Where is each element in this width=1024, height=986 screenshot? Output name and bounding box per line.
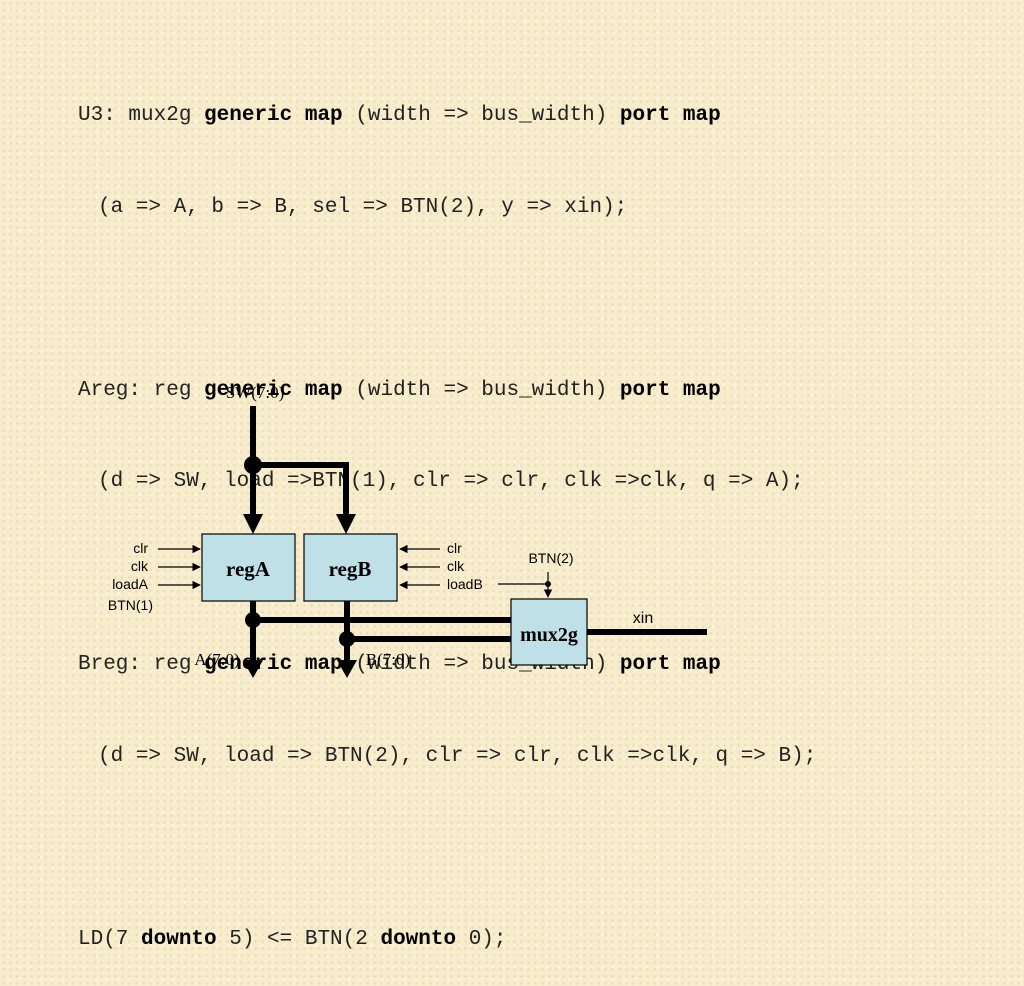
b-bus-label: B(7:0) bbox=[366, 650, 410, 669]
code-line-u3-map: U3: mux2g generic map (width => bus_widt… bbox=[78, 104, 721, 127]
rega-label: regA bbox=[226, 557, 271, 581]
btn2-junction-dot bbox=[545, 581, 551, 587]
b-output-arrowhead bbox=[337, 660, 357, 678]
sw-bus-label: SW(7:0) bbox=[226, 383, 285, 402]
rega-load-label: loadA bbox=[112, 576, 148, 592]
mux2g-label: mux2g bbox=[520, 624, 578, 646]
regb-clr-label: clr bbox=[447, 540, 462, 556]
rega-clk-label: clk bbox=[131, 558, 149, 574]
regb-block bbox=[303, 533, 398, 602]
sw-rega-arrowhead bbox=[243, 514, 263, 534]
regb-load-label: loadB bbox=[447, 576, 483, 592]
a-output-arrowhead bbox=[243, 660, 263, 678]
regb-clk-label: clk bbox=[447, 558, 465, 574]
code-line-areg-map: Areg: reg generic map (width => bus_widt… bbox=[78, 378, 721, 402]
mux-sel-label: BTN(2) bbox=[528, 550, 573, 566]
sw-regb-arrowhead bbox=[336, 514, 356, 534]
a-bus-label: A(7:0) bbox=[194, 650, 239, 669]
regb-label: regB bbox=[329, 557, 372, 581]
code-line-ld-assign: LD(7 downto 5) <= BTN(2 downto 0); bbox=[78, 927, 507, 951]
code-line-u3-ports: (a => A, b => B, sel => BTN(2), y => xin… bbox=[98, 195, 628, 219]
mux2g-block bbox=[510, 598, 588, 666]
block-diagram: SW(7:0) regA regB clr clk loadA BTN(1) c… bbox=[108, 383, 707, 678]
sw-to-regb-wire bbox=[253, 462, 349, 518]
rega-block bbox=[201, 533, 296, 602]
code-line-breg-ports: (d => SW, load => BTN(2), clr => clr, cl… bbox=[98, 744, 817, 768]
rega-clr-label: clr bbox=[133, 540, 148, 556]
xin-label: xin bbox=[633, 610, 653, 627]
rega-btn1-label: BTN(1) bbox=[108, 597, 153, 613]
